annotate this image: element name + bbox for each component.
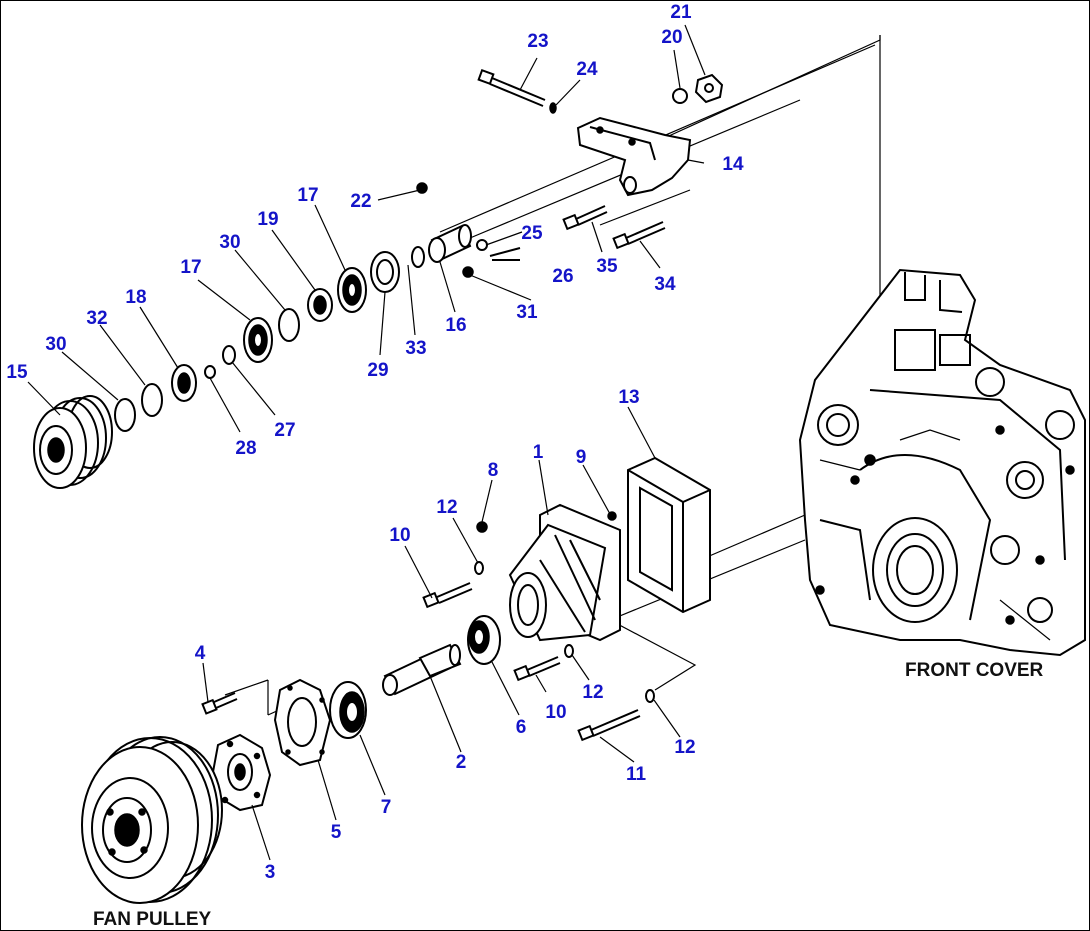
washer-20 xyxy=(672,88,688,104)
callout-26: 26 xyxy=(552,266,573,287)
snap-ring-30-upper xyxy=(278,308,300,342)
fan-shaft-2 xyxy=(382,643,462,696)
bolt-23 xyxy=(477,68,546,107)
callout-30-lower: 30 xyxy=(45,334,66,355)
callout-34: 34 xyxy=(654,274,676,295)
callout-10-upper: 10 xyxy=(389,525,410,546)
callout-17-upper: 17 xyxy=(297,185,318,206)
fan-bracket-housing-1 xyxy=(508,503,621,642)
washer-24 xyxy=(549,102,557,114)
front-cover-part xyxy=(798,268,1086,657)
callout-5: 5 xyxy=(331,822,342,843)
fan-pulley-part xyxy=(81,736,223,904)
callout-2: 2 xyxy=(456,752,467,773)
callout-19: 19 xyxy=(257,209,278,230)
bearing-7 xyxy=(329,681,367,739)
callout-23: 23 xyxy=(527,31,548,52)
idler-shaft-16 xyxy=(411,224,472,268)
callout-1: 1 xyxy=(533,442,544,463)
callout-6: 6 xyxy=(516,717,527,738)
fan-pulley-caption: FAN PULLEY xyxy=(93,909,212,930)
washer-12-middle xyxy=(564,644,574,658)
callout-32: 32 xyxy=(86,308,107,329)
bolt-35 xyxy=(562,205,608,231)
callout-25: 25 xyxy=(521,223,543,244)
bolt-10-lower xyxy=(513,656,561,682)
bearing-17-upper xyxy=(337,267,367,313)
callout-29: 29 xyxy=(367,360,388,381)
washer-12-upper xyxy=(474,561,484,575)
spacer-19 xyxy=(307,288,333,322)
washer-8 xyxy=(476,521,488,533)
washer-25 xyxy=(476,239,488,251)
spacer-plate-13 xyxy=(627,456,711,614)
bolt-10-upper xyxy=(422,582,473,609)
snap-ring-32 xyxy=(141,383,163,417)
callout-12-lower: 12 xyxy=(674,737,695,758)
pin-22 xyxy=(416,182,428,194)
bolt-34 xyxy=(612,221,666,250)
callout-9: 9 xyxy=(576,447,587,468)
washer-27 xyxy=(222,345,236,365)
callout-8: 8 xyxy=(488,460,499,481)
callout-31: 31 xyxy=(516,302,538,323)
callout-3: 3 xyxy=(265,862,276,883)
callout-11: 11 xyxy=(626,764,647,785)
hub-3 xyxy=(211,733,272,812)
callout-24: 24 xyxy=(576,59,598,80)
callout-14: 14 xyxy=(722,154,744,175)
callout-18: 18 xyxy=(125,287,146,308)
callout-17-lower: 17 xyxy=(180,257,201,278)
callout-12-middle: 12 xyxy=(582,682,603,703)
callout-4: 4 xyxy=(195,643,206,664)
callout-16: 16 xyxy=(445,315,466,336)
washer-12-lower xyxy=(645,689,655,703)
callout-10-lower: 10 xyxy=(545,702,566,723)
front-cover-caption: FRONT COVER xyxy=(905,660,1044,681)
bolt-28 xyxy=(204,365,216,379)
seal-29 xyxy=(370,251,400,293)
callout-33: 33 xyxy=(405,338,426,359)
cotter-pin-26 xyxy=(489,247,521,261)
callout-13: 13 xyxy=(618,387,639,408)
hub-18 xyxy=(171,364,197,402)
callout-22: 22 xyxy=(350,191,371,212)
gasket-5 xyxy=(273,678,332,767)
callout-21: 21 xyxy=(670,2,692,23)
bearing-17-lower xyxy=(243,317,273,363)
callout-numbers: 1 2 3 4 5 6 7 8 9 10 10 11 12 12 12 13 1… xyxy=(6,2,744,883)
callout-30-upper: 30 xyxy=(219,232,240,253)
callout-7: 7 xyxy=(381,797,392,818)
nut-21 xyxy=(694,73,724,104)
leader-lines xyxy=(27,24,706,861)
callout-12-upper: 12 xyxy=(436,497,457,518)
idler-pulley-15 xyxy=(33,395,113,489)
bearing-6 xyxy=(467,615,501,665)
callout-35: 35 xyxy=(596,256,618,277)
snap-ring-30-lower xyxy=(114,398,136,432)
callout-27: 27 xyxy=(274,420,295,441)
callout-20: 20 xyxy=(661,27,682,48)
idler-bracket-14 xyxy=(576,116,692,197)
bolt-4 xyxy=(201,692,238,715)
callout-15: 15 xyxy=(6,362,28,383)
callout-28: 28 xyxy=(235,438,256,459)
bolt-11 xyxy=(577,709,641,742)
nut-31 xyxy=(462,266,474,278)
